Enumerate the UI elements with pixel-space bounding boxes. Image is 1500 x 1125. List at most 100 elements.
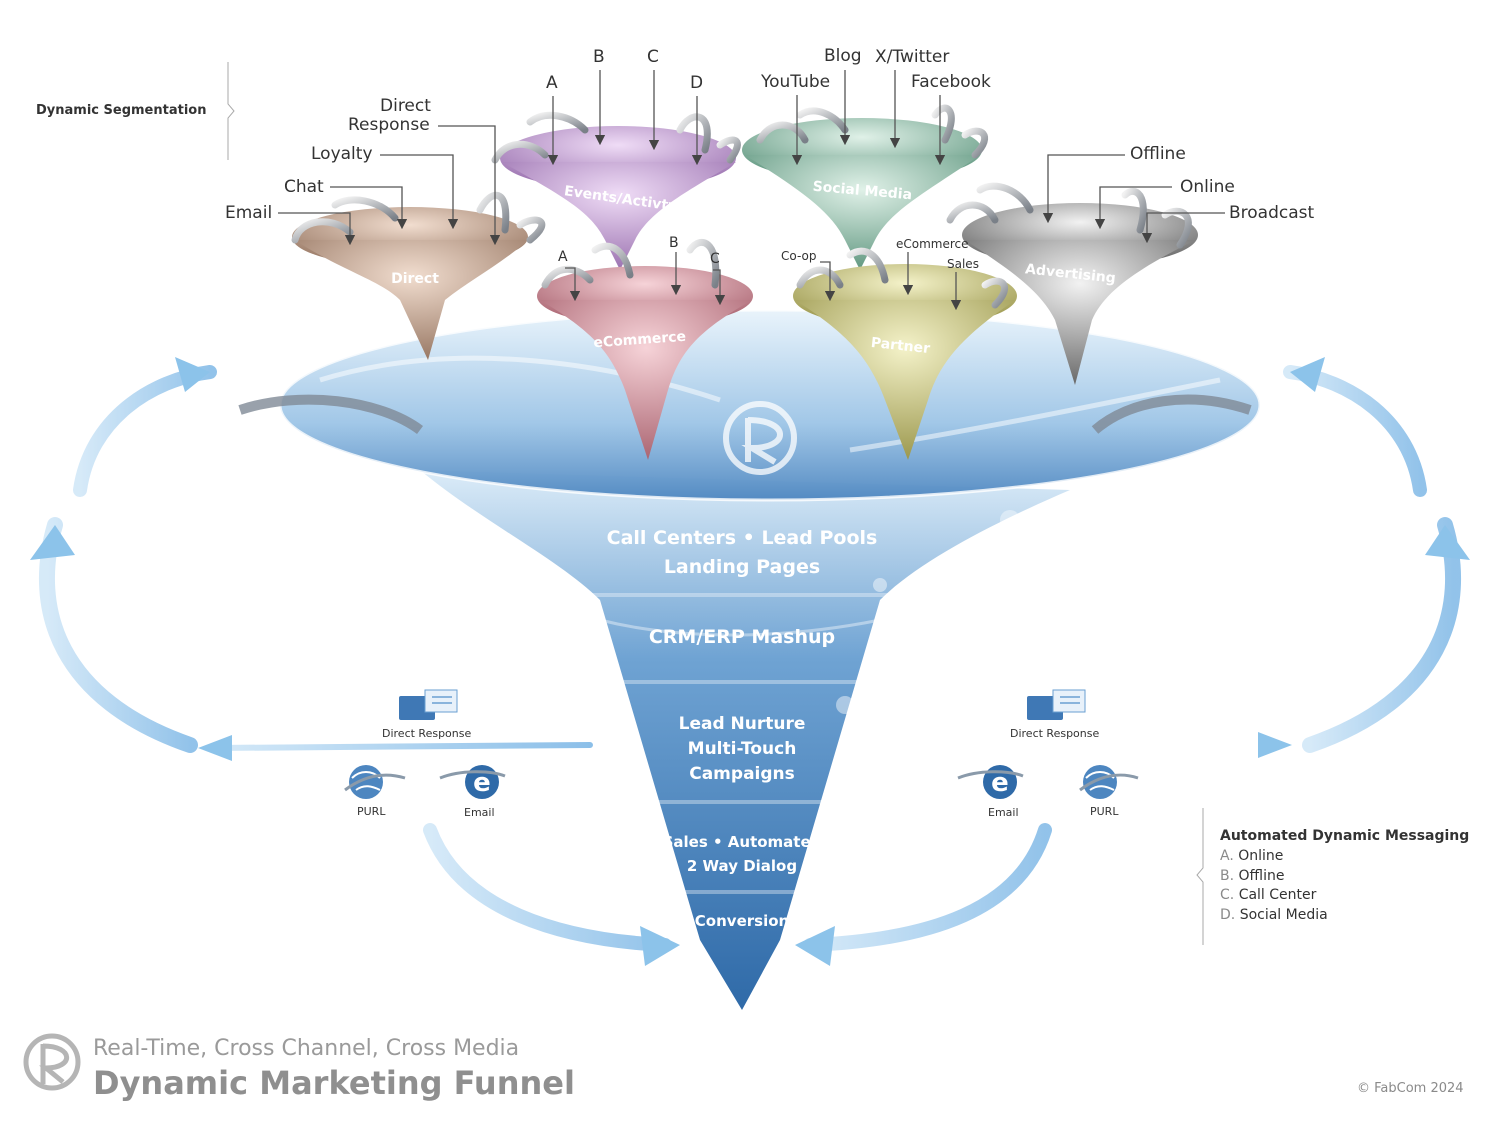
messaging-item: A. Online bbox=[1220, 847, 1469, 867]
footer-title: Dynamic Marketing Funnel bbox=[93, 1064, 575, 1102]
messaging-title: Automated Dynamic Messaging bbox=[1220, 828, 1470, 844]
bubble bbox=[1000, 510, 1020, 530]
stage-3-line-1: Lead Nurture bbox=[679, 714, 806, 734]
left-lower-arc bbox=[423, 823, 672, 952]
funnel-advertising: Advertising bbox=[962, 203, 1198, 385]
ecommerce-channel-b: B bbox=[669, 235, 679, 251]
right-purl-label: PURL bbox=[1090, 805, 1119, 818]
messaging-item-key: D. bbox=[1220, 906, 1236, 923]
messaging-item: B. Offline bbox=[1220, 867, 1469, 887]
stage-5: Conversion bbox=[695, 912, 789, 930]
leader-lines bbox=[278, 70, 1225, 311]
water-swirl-1 bbox=[319, 355, 721, 403]
funnel-direct: Direct bbox=[292, 207, 528, 360]
right-purl-globe-icon bbox=[1079, 765, 1139, 799]
channel-direct-response-line-1: Direct bbox=[380, 96, 431, 116]
funnel-ecommerce-name: eCommerce bbox=[593, 329, 687, 351]
svg-text:e: e bbox=[991, 768, 1009, 798]
funnel-direct-name: Direct bbox=[391, 271, 439, 287]
left-direct-response-envelope-icon bbox=[399, 689, 458, 720]
stage-band-4 bbox=[670, 890, 810, 894]
stage-4-line-1: Sales • Automated bbox=[663, 833, 822, 851]
channel-online: Online bbox=[1180, 177, 1235, 197]
messaging-panel: Automated Dynamic Messaging A. Online B.… bbox=[1220, 828, 1469, 925]
events-channel-d: D bbox=[690, 73, 704, 93]
right-outer-arc bbox=[1302, 517, 1462, 753]
left-direct-response-label: Direct Response bbox=[382, 727, 472, 740]
stage-band-2 bbox=[590, 680, 900, 684]
funnel-partner-name: Partner bbox=[870, 335, 931, 357]
stage-1-line-2: Landing Pages bbox=[664, 556, 820, 578]
cycle-arrows bbox=[38, 365, 1462, 952]
channel-co-op: Co-op bbox=[781, 249, 817, 263]
right-email-e-icon: e bbox=[957, 765, 1024, 799]
events-channel-c: C bbox=[647, 47, 659, 67]
stage-band-3 bbox=[640, 800, 840, 804]
events-channel-a: A bbox=[546, 73, 558, 93]
footer-subtitle: Real-Time, Cross Channel, Cross Media bbox=[93, 1036, 520, 1061]
messaging-item-key: C. bbox=[1220, 887, 1235, 903]
inflow-arrows bbox=[291, 104, 1192, 309]
messaging-item-label: Social Media bbox=[1239, 906, 1328, 923]
channel-loyalty: Loyalty bbox=[311, 144, 373, 164]
main-funnel: Call Centers • Lead Pools Landing Pages … bbox=[238, 308, 1262, 1010]
messaging-bracket bbox=[1196, 808, 1204, 945]
channel-facebook: Facebook bbox=[911, 72, 991, 92]
left-purl-label: PURL bbox=[357, 805, 386, 818]
pool-inflow-arrow-left bbox=[238, 394, 423, 435]
right-email-label: Email bbox=[988, 806, 1019, 819]
segmentation-bracket bbox=[227, 62, 235, 160]
messaging-item-label: Call Center bbox=[1238, 887, 1317, 903]
right-direct-response-envelope-icon bbox=[1027, 689, 1086, 720]
messaging-item: D. Social Media bbox=[1220, 906, 1469, 926]
footer-logo-icon bbox=[23, 1033, 81, 1091]
messaging-item-label: Online bbox=[1238, 848, 1284, 864]
left-email-label: Email bbox=[464, 806, 495, 819]
messaging-item-key: B. bbox=[1220, 867, 1235, 884]
ecommerce-channel-a: A bbox=[558, 249, 568, 265]
left-purl-globe-icon bbox=[344, 765, 406, 799]
left-horizontal-arrow bbox=[212, 742, 593, 751]
right-lower-arc bbox=[803, 823, 1052, 952]
channel-direct-response-line-2: Response bbox=[348, 115, 430, 135]
right-upper-arc bbox=[1283, 365, 1427, 497]
messaging-item-label: Offline bbox=[1238, 867, 1285, 884]
right-direct-response-label: Direct Response bbox=[1010, 727, 1100, 740]
ecommerce-channel-c: C bbox=[710, 251, 720, 267]
stage-3-line-2: Multi-Touch bbox=[688, 739, 797, 759]
stage-1-line-1: Call Centers • Lead Pools bbox=[607, 527, 878, 549]
events-channel-b: B bbox=[593, 47, 605, 67]
logo-icon bbox=[723, 401, 797, 475]
svg-text:e: e bbox=[473, 768, 491, 798]
bubble bbox=[836, 696, 854, 714]
messaging-item-key: A. bbox=[1220, 848, 1234, 864]
channel-sales: Sales bbox=[947, 257, 979, 271]
funnel-partner: Partner bbox=[793, 264, 1017, 460]
channel-blog: Blog bbox=[824, 46, 862, 66]
water-swirl-3 bbox=[599, 618, 881, 637]
left-outer-arc bbox=[38, 517, 198, 753]
channel-youtube: YouTube bbox=[761, 72, 831, 92]
channel-offline: Offline bbox=[1130, 144, 1186, 164]
channel-partner-ecommerce: eCommerce bbox=[896, 237, 969, 251]
messaging-item: C. Call Center bbox=[1220, 886, 1469, 906]
copyright: © FabCom 2024 bbox=[1357, 1081, 1464, 1096]
channel-chat: Chat bbox=[284, 177, 324, 197]
stage-2: CRM/ERP Mashup bbox=[649, 626, 835, 648]
main-funnel-body bbox=[420, 470, 1070, 1010]
left-upper-arc bbox=[73, 365, 217, 497]
bubble bbox=[873, 578, 887, 592]
segmentation-title: Dynamic Segmentation bbox=[36, 103, 207, 118]
left-email-e-icon: e bbox=[439, 765, 506, 799]
stage-3-line-3: Campaigns bbox=[689, 764, 795, 784]
funnel-events: Events/Activty bbox=[500, 126, 736, 270]
stage-4-line-2: 2 Way Dialog bbox=[687, 857, 797, 875]
stage-band-1 bbox=[560, 593, 940, 597]
channel-broadcast: Broadcast bbox=[1229, 203, 1315, 223]
bubble bbox=[534, 568, 562, 596]
cycle-arrowheads bbox=[30, 357, 1470, 966]
pool-inflow-arrow-right bbox=[1091, 394, 1252, 434]
channel-x-twitter: X/Twitter bbox=[875, 47, 950, 67]
